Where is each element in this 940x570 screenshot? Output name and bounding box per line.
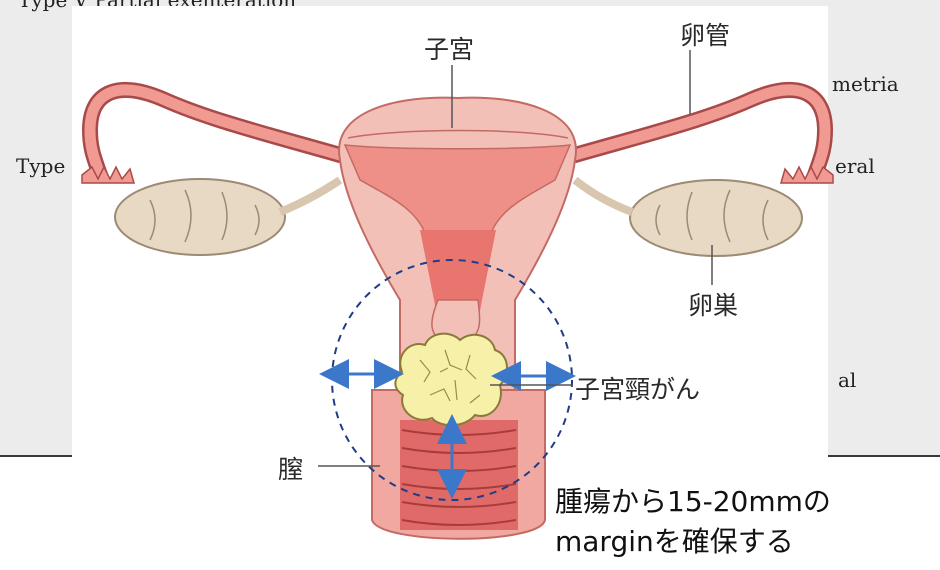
cervical-tumor (395, 334, 507, 425)
left-ovarian-ligament (280, 180, 340, 212)
right-ovarian-ligament (575, 180, 632, 212)
label-fallopian-tube: 卵管 (680, 16, 730, 52)
margin-note-line-1: 腫瘍から15-20mmの (555, 482, 831, 522)
right-fallopian-tube (575, 90, 833, 183)
margin-note-line-2: marginを確保する (555, 522, 831, 562)
left-fallopian-tube (82, 90, 340, 183)
margin-note: 腫瘍から15-20mmの marginを確保する (555, 482, 831, 562)
label-cervical-cancer: 子宮頸がん (575, 370, 700, 406)
label-vagina: 膣 (278, 450, 303, 486)
right-ovary (630, 180, 802, 256)
label-uterus: 子宮 (424, 30, 474, 66)
label-ovary: 卵巣 (688, 286, 738, 322)
left-ovary (115, 179, 285, 255)
